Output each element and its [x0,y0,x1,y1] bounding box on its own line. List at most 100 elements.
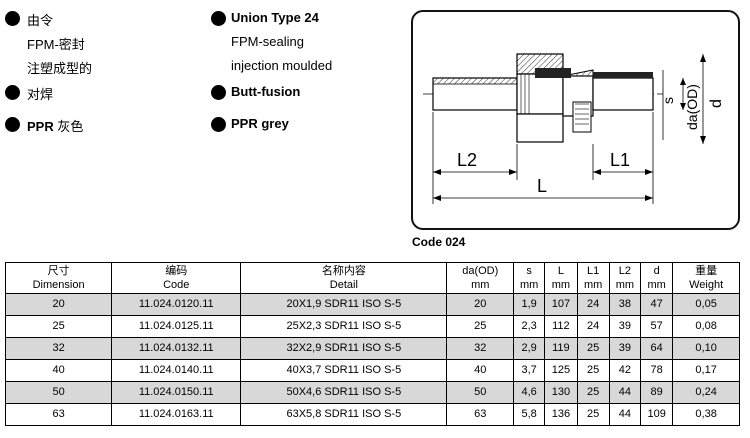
cell-s: 5,8 [513,403,546,426]
technical-drawing: L2 L1 L s da(OD) d [411,10,740,230]
bullet-icon [5,85,20,100]
cell-l1: 24 [576,293,610,316]
cell-weight: 0,24 [672,381,740,404]
cell-d: 109 [640,403,674,426]
injection-cn-label: 注塑成型的 [27,61,93,76]
cell-detail: 63X5,8 SDR11 ISO S-5 [240,403,448,426]
cell-l2: 44 [608,403,642,426]
cell-s: 3,7 [513,359,546,382]
cell-da: 63 [446,403,515,426]
cell-code: 11.024.0163.11 [111,403,242,426]
union-cn-label: 由令 [27,13,54,28]
table-row: 50 11.024.0150.11 50X4,6 SDR11 ISO S-5 5… [4,381,740,404]
cell-code: 11.024.0150.11 [111,381,242,404]
cell-code: 11.024.0120.11 [111,293,242,316]
product-code-label: Code 024 [412,235,466,249]
grey-cn-text: 灰色 [53,119,84,134]
l1-label: L1 [610,150,630,170]
butt-fusion-label: Butt-fusion [231,84,301,99]
fpm-seal-cn-label: FPM-密封 [27,37,85,52]
union-type-label: Union Type 24 [231,10,319,25]
union-drawing-svg: L2 L1 L s da(OD) d [423,53,725,204]
l-label: L [537,176,547,196]
bullet-icon [5,11,20,26]
cell-detail: 32X2,9 SDR11 ISO S-5 [240,337,448,360]
cell-l: 119 [544,337,578,360]
cell-s: 4,6 [513,381,546,404]
cell-l: 125 [544,359,578,382]
cell-code: 11.024.0132.11 [111,337,242,360]
s-label: s [660,97,676,104]
table-row: 20 11.024.0120.11 20X1,9 SDR11 ISO S-5 2… [4,293,740,316]
cell-s: 1,9 [513,293,546,316]
cell-da: 40 [446,359,515,382]
fpm-sealing-label: FPM-sealing [231,34,304,49]
cell-d: 78 [640,359,674,382]
cell-d: 47 [640,293,674,316]
cell-detail: 40X3,7 SDR11 ISO S-5 [240,359,448,382]
ppr-grey-cn-label: PPR 灰色 [27,116,83,135]
cell-dimension: 40 [4,359,113,382]
cell-weight: 0,38 [672,403,740,426]
cell-l2: 38 [608,293,642,316]
bullet-icon [211,85,226,100]
l2-label: L2 [457,150,477,170]
cell-s: 2,3 [513,315,546,338]
cell-l1: 25 [576,381,610,404]
table-row: 63 11.024.0163.11 63X5,8 SDR11 ISO S-5 6… [4,403,740,426]
cell-dimension: 32 [4,337,113,360]
cell-l1: 24 [576,315,610,338]
cell-dimension: 25 [4,315,113,338]
d-label: d [708,99,725,108]
table-row: 40 11.024.0140.11 40X3,7 SDR11 ISO S-5 4… [4,359,740,382]
cell-weight: 0,10 [672,337,740,360]
bullet-icon [211,11,226,26]
cell-da: 20 [446,293,515,316]
cell-l1: 25 [576,337,610,360]
cell-dimension: 63 [4,403,113,426]
cell-l1: 25 [576,359,610,382]
cell-l: 130 [544,381,578,404]
bullet-icon [5,117,20,132]
da-od-label: da(OD) [684,84,700,130]
bullet-icon [211,117,226,132]
ppr-bold-text: PPR [27,119,54,134]
cell-dimension: 20 [4,293,113,316]
table-row: 32 11.024.0132.11 32X2,9 SDR11 ISO S-5 3… [4,337,740,360]
cell-detail: 50X4,6 SDR11 ISO S-5 [240,381,448,404]
cell-da: 25 [446,315,515,338]
cell-l2: 39 [608,337,642,360]
cell-d: 89 [640,381,674,404]
cell-code: 11.024.0125.11 [111,315,242,338]
cell-dimension: 50 [4,381,113,404]
cell-d: 64 [640,337,674,360]
ppr-grey-label: PPR grey [231,116,289,131]
cell-l: 107 [544,293,578,316]
cell-l: 136 [544,403,578,426]
cell-weight: 0,08 [672,315,740,338]
cell-code: 11.024.0140.11 [111,359,242,382]
cell-l2: 44 [608,381,642,404]
cell-weight: 0,17 [672,359,740,382]
cell-detail: 25X2,3 SDR11 ISO S-5 [240,315,448,338]
cell-d: 57 [640,315,674,338]
cell-l2: 39 [608,315,642,338]
cell-da: 50 [446,381,515,404]
cell-l: 112 [544,315,578,338]
cell-l2: 42 [608,359,642,382]
cell-weight: 0,05 [672,293,740,316]
cell-da: 32 [446,337,515,360]
header-da: da(OD)mm [446,262,515,294]
cell-s: 2,9 [513,337,546,360]
